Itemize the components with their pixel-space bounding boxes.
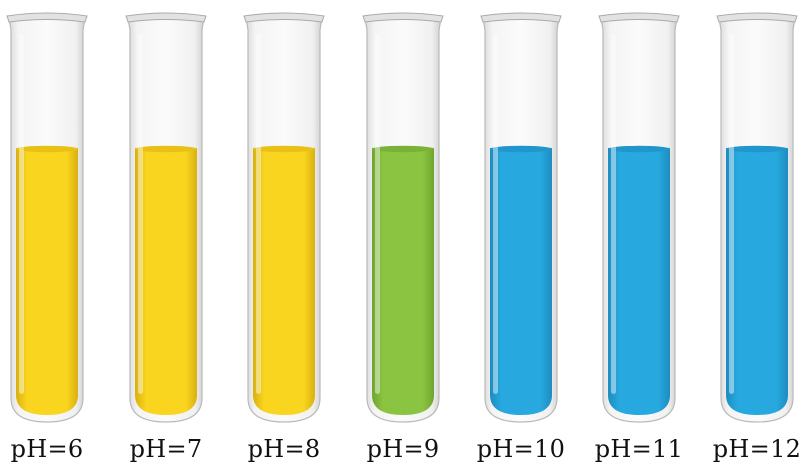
glass-highlight: [19, 34, 24, 394]
liquid: [253, 148, 315, 415]
glass-highlight: [138, 34, 143, 394]
test-tube-drawing: [362, 12, 444, 423]
liquid-surface: [490, 145, 552, 153]
ph-label: pH=11: [594, 435, 684, 463]
glass-rim: [598, 12, 680, 23]
ph-label: pH=6: [10, 435, 84, 463]
liquid-surface: [16, 145, 78, 153]
glass-highlight: [493, 34, 498, 394]
liquid: [490, 148, 552, 415]
ph-label: pH=7: [129, 435, 203, 463]
liquid-surface: [135, 145, 197, 153]
glass-rim: [480, 12, 562, 23]
glass-highlight: [256, 34, 261, 394]
liquid: [726, 148, 788, 415]
liquid-surface: [726, 145, 788, 153]
liquid: [372, 148, 434, 415]
test-tube: [6, 10, 88, 430]
glass-rim: [716, 12, 798, 23]
test-tube: [243, 10, 325, 430]
glass-highlight: [611, 34, 616, 394]
test-tube: [480, 10, 562, 430]
test-tube: [362, 10, 444, 430]
liquid: [135, 148, 197, 415]
test-tube-drawing: [716, 12, 798, 423]
test-tube-drawing: [598, 12, 680, 423]
test-tube: [716, 10, 798, 430]
test-tube-drawing: [480, 12, 562, 423]
test-tube-drawing: [125, 12, 207, 423]
glass-rim: [362, 12, 444, 23]
ph-label: pH=10: [476, 435, 566, 463]
ph-label: pH=12: [712, 435, 802, 463]
ph-label: pH=9: [366, 435, 440, 463]
glass-rim: [6, 12, 88, 23]
ph-label: pH=8: [247, 435, 321, 463]
liquid-surface: [608, 145, 670, 153]
test-tube: [125, 10, 207, 430]
glass-highlight: [729, 34, 734, 394]
liquid: [16, 148, 78, 415]
test-tube-drawing: [243, 12, 325, 423]
liquid-surface: [253, 145, 315, 153]
liquid: [608, 148, 670, 415]
liquid-surface: [372, 145, 434, 153]
glass-rim: [243, 12, 325, 23]
glass-rim: [125, 12, 207, 23]
glass-highlight: [375, 34, 380, 394]
test-tube: [598, 10, 680, 430]
test-tube-drawing: [6, 12, 88, 423]
